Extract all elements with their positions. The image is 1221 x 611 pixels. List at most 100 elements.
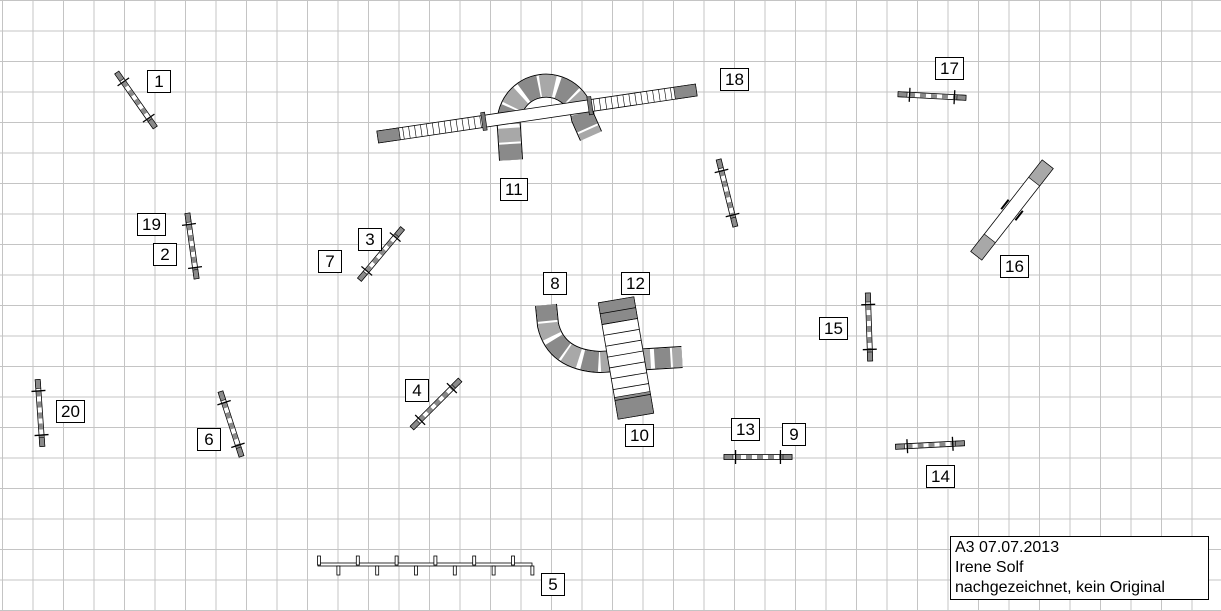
obstacle-5-pole bbox=[317, 555, 321, 566]
dogwalk-18 bbox=[376, 83, 698, 144]
jump-14 bbox=[894, 436, 966, 454]
tunnel-segments-light bbox=[536, 304, 683, 373]
jump-wing bbox=[908, 87, 911, 102]
aframe-slat bbox=[607, 350, 644, 358]
dogwalk-support bbox=[480, 111, 488, 131]
obstacle-5-pole bbox=[375, 565, 380, 576]
obstacle-16-end bbox=[970, 233, 996, 261]
label-1: 1 bbox=[147, 70, 171, 93]
jump-wing bbox=[414, 414, 426, 426]
obstacle-16-mark bbox=[1014, 210, 1024, 221]
obstacle-5-pole bbox=[355, 555, 360, 566]
dogwalk-slat bbox=[414, 125, 417, 138]
tunnel-8 bbox=[535, 303, 683, 374]
dogwalk-slat bbox=[443, 121, 447, 134]
dogwalk-slat bbox=[449, 120, 453, 133]
jump-wing-end bbox=[409, 419, 421, 431]
tunnel-segments-dark bbox=[536, 304, 683, 373]
label-5: 5 bbox=[541, 573, 565, 596]
aframe-slat bbox=[600, 307, 636, 315]
jump-wing-end bbox=[147, 118, 158, 130]
aframe-contact-bottom bbox=[614, 391, 655, 420]
dogwalk-slat bbox=[664, 88, 667, 101]
jump-wing-end bbox=[956, 94, 967, 101]
dogwalk-slat bbox=[408, 126, 411, 139]
dogwalk-slat bbox=[455, 119, 459, 132]
jump-wing bbox=[361, 265, 373, 276]
aframe-slat bbox=[601, 318, 638, 325]
jump-wing bbox=[142, 113, 155, 123]
dogwalk-slat bbox=[670, 87, 673, 100]
jump-wing-end bbox=[217, 390, 227, 402]
obstacle-5-pole bbox=[433, 555, 438, 566]
jump-15 bbox=[861, 292, 877, 362]
obstacle-5-rail bbox=[317, 562, 533, 567]
info-box: A3 07.07.2013 Irene Solf nachgezeichnet,… bbox=[950, 536, 1209, 600]
jump-wing-end bbox=[865, 292, 871, 303]
dogwalk-slat bbox=[437, 121, 441, 134]
label-18: 18 bbox=[720, 68, 749, 91]
jump-wing bbox=[188, 265, 203, 270]
jump-wing bbox=[953, 90, 956, 105]
dogwalk-slat bbox=[652, 90, 655, 103]
obstacle-5-pole bbox=[336, 565, 341, 576]
obstacle-5-pole bbox=[394, 555, 399, 566]
tunnel-11 bbox=[496, 73, 602, 161]
jump-wing-end bbox=[895, 443, 905, 450]
jump-wing bbox=[34, 433, 49, 437]
dogwalk-slat bbox=[622, 94, 625, 107]
jump-4 bbox=[409, 377, 463, 431]
jump-wing bbox=[181, 222, 196, 227]
aframe-slat bbox=[605, 339, 642, 347]
jump-1 bbox=[114, 70, 158, 130]
dogwalk-slat bbox=[616, 95, 619, 108]
aframe-slat bbox=[611, 372, 647, 380]
info-note: nachgezeichnet, kein Original bbox=[955, 579, 1165, 596]
dogwalk-slat bbox=[646, 91, 649, 104]
jump-wing bbox=[389, 232, 401, 243]
jump-3-7 bbox=[356, 226, 406, 282]
dogwalk-slat bbox=[598, 98, 602, 111]
jump-wing-end bbox=[114, 70, 125, 82]
dogwalk-slat bbox=[658, 89, 661, 102]
dogwalk-slat bbox=[431, 122, 435, 135]
dogwalk-slat bbox=[592, 99, 596, 112]
jump-20 bbox=[31, 378, 49, 448]
jump-wing-end bbox=[782, 454, 793, 460]
obstacle-5-pole bbox=[414, 565, 418, 576]
aframe-slat bbox=[609, 361, 645, 369]
label-14: 14 bbox=[926, 465, 955, 488]
dogwalk-slat bbox=[473, 116, 476, 129]
jump-wing bbox=[217, 399, 231, 406]
aframe-slat bbox=[614, 394, 651, 401]
jump-wing-end bbox=[723, 454, 734, 460]
label-6: 6 bbox=[197, 428, 221, 451]
obstacle-5-pole bbox=[530, 565, 535, 576]
obstacle-5 bbox=[317, 555, 535, 576]
aframe-12-10 bbox=[597, 296, 655, 420]
label-11: 11 bbox=[500, 178, 528, 201]
label-12: 12 bbox=[621, 272, 650, 295]
jump-wing-end bbox=[451, 377, 463, 389]
dogwalk-slat bbox=[640, 92, 643, 105]
dogwalk-slat bbox=[402, 127, 405, 140]
jump-wing bbox=[951, 436, 954, 451]
dogwalk-support bbox=[586, 96, 594, 116]
dogwalk-contact bbox=[376, 127, 401, 144]
label-4: 4 bbox=[405, 379, 429, 402]
info-date: A3 07.07.2013 bbox=[955, 539, 1060, 556]
dogwalk-slat bbox=[634, 92, 637, 105]
jump-wing-end bbox=[867, 351, 873, 362]
label-15: 15 bbox=[819, 317, 848, 340]
jump-wing-end bbox=[357, 270, 368, 282]
dogwalk-slat bbox=[628, 93, 631, 106]
jump-wing bbox=[31, 389, 46, 393]
label-16: 16 bbox=[1000, 255, 1029, 278]
jump-wing-end bbox=[192, 269, 200, 280]
dogwalk-slat bbox=[420, 124, 423, 137]
label-20: 20 bbox=[56, 400, 85, 423]
jump-wing bbox=[231, 442, 245, 449]
jump-wing-end bbox=[730, 216, 739, 228]
